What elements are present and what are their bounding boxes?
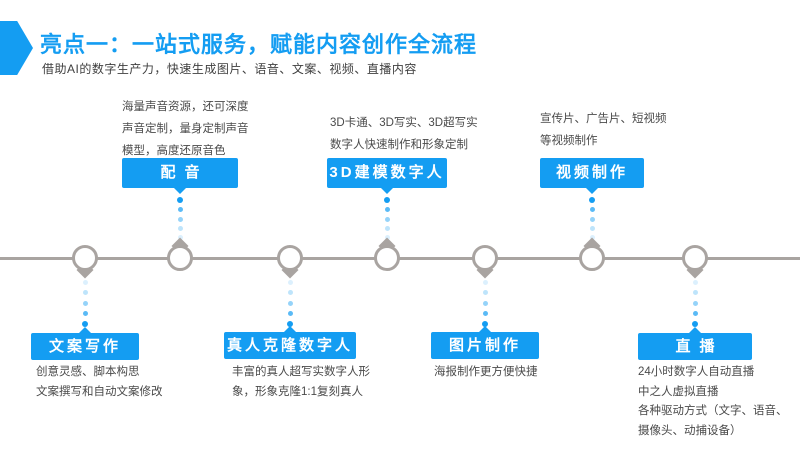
desc-line: 文案撰写和自动文案修改 [36,385,163,398]
stage-label-text: 真人克隆数字人 [226,337,353,354]
stage-label-text: 3D建模数字人 [329,164,445,181]
page-title: 亮点一：一站式服务，赋能内容创作全流程 [40,32,478,57]
desc-line: 等视频制作 [540,135,598,147]
desc-line: 摄像头、动捕设备） [638,424,742,437]
node-circle [72,245,98,271]
desc-line: 海量声音资源，还可深度 [122,101,249,113]
highlight-arrow-icon [0,21,33,75]
stage-label-text: 配音 [160,164,209,181]
stage-desc-3d-avatar: 3D卡通、3D写实、3D超写实 数字人快速制作和形象定制 [330,112,478,156]
timeline-node-video [579,237,605,271]
connector-dots-live [692,280,698,327]
desc-line: 丰富的真人超写实数字人形 [232,366,370,378]
timeline-node-image [472,245,498,279]
desc-line: 宣传片、广告片、短视频 [540,113,667,125]
page-subtitle: 借助AI的数字生产力，快速生成图片、语音、文案、视频、直播内容 [42,62,417,76]
stage-label-live: 直播 [638,333,752,360]
stage-label-text: 文案写作 [48,338,121,355]
desc-line: 创意灵感、脚本构思 [36,366,140,378]
connector-dots-3d-avatar [384,197,390,240]
node-circle [167,245,193,271]
stage-desc-image: 海报制作更方便快捷 [434,363,538,383]
stage-label-text: 直播 [675,338,724,355]
stage-desc-copywriting: 创意灵感、脚本构思 文案撰写和自动文案修改 [36,363,163,402]
connector-dots-image [482,280,488,327]
stage-label-video: 视频制作 [540,158,644,188]
connector-dots-copywriting [82,280,88,327]
stage-label-text: 图片制作 [448,337,521,354]
desc-line: 象，形象克隆1:1复刻真人 [232,385,363,398]
connector-dots-dubbing [177,197,183,240]
stage-label-text: 视频制作 [555,164,628,181]
node-circle [579,245,605,271]
stage-label-dubbing: 配音 [122,158,238,188]
desc-line: 各种驱动方式（文字、语音、 [638,405,788,417]
timeline-node-3d-avatar [374,237,400,271]
stage-label-image: 图片制作 [431,332,539,359]
desc-line: 模型，高度还原音色 [122,145,226,157]
connector-dots-video [589,197,595,240]
node-circle [472,245,498,271]
desc-line: 海报制作更方便快捷 [434,366,538,378]
desc-line: 声音定制，量身定制声音 [122,123,249,135]
stage-desc-dubbing: 海量声音资源，还可深度 声音定制，量身定制声音 模型，高度还原音色 [122,96,249,162]
node-circle [277,245,303,271]
stage-label-3d-avatar: 3D建模数字人 [327,158,447,188]
desc-line: 中之人虚拟直播 [638,385,719,398]
timeline-node-clone-avatar [277,245,303,279]
connector-dots-clone-avatar [287,280,293,327]
stage-desc-live: 24小时数字人自动直播 中之人虚拟直播 各种驱动方式（文字、语音、 摄像头、动捕… [638,363,788,441]
stage-desc-video: 宣传片、广告片、短视频 等视频制作 [540,108,667,152]
desc-line: 24小时数字人自动直播 [638,366,755,378]
node-circle [374,245,400,271]
desc-line: 数字人快速制作和形象定制 [330,139,468,151]
timeline-node-copywriting [72,245,98,279]
desc-line: 3D卡通、3D写实、3D超写实 [330,117,478,129]
stage-label-clone-avatar: 真人克隆数字人 [224,332,356,359]
node-circle [682,245,708,271]
stage-desc-clone-avatar: 丰富的真人超写实数字人形 象，形象克隆1:1复刻真人 [232,363,370,402]
timeline-line [0,257,800,260]
stage-label-copywriting: 文案写作 [31,333,139,360]
timeline-node-dubbing [167,237,193,271]
timeline-node-live [682,245,708,279]
